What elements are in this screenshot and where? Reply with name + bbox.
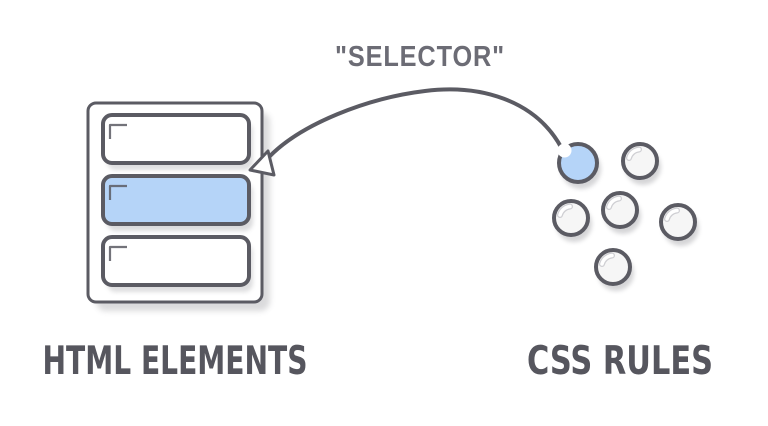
rule-highlight-dot	[557, 143, 572, 158]
html-element-row-2	[101, 174, 251, 226]
selector-arrow-curve	[267, 87, 563, 159]
css-rule-circle-5	[659, 203, 697, 241]
circle-shine-icon	[665, 208, 679, 221]
css-rule-circle-4	[601, 191, 639, 229]
corner-mark-icon	[108, 123, 127, 139]
html-element-row-1	[101, 113, 251, 165]
selector-title: "SELECTOR"	[335, 41, 505, 73]
css-rule-circle-6	[594, 248, 632, 286]
html-elements-label: HTML ELEMENTS	[43, 339, 308, 384]
corner-mark-icon	[108, 245, 127, 261]
circle-shine-icon	[558, 204, 572, 217]
html-elements-panel-group	[86, 101, 270, 311]
selector-connector-group	[248, 87, 563, 177]
corner-mark-icon	[108, 184, 127, 200]
css-rule-circle-3	[552, 199, 590, 237]
circle-shine-icon	[600, 253, 614, 266]
selector-arrowhead	[248, 149, 276, 177]
css-rules-label: CSS RULES	[527, 339, 713, 384]
css-rule-circle-2	[621, 142, 659, 180]
circle-shine-icon	[627, 147, 641, 160]
css-rules-group	[552, 142, 699, 291]
html-element-row-3	[101, 235, 251, 287]
circle-shine-icon	[607, 196, 621, 209]
